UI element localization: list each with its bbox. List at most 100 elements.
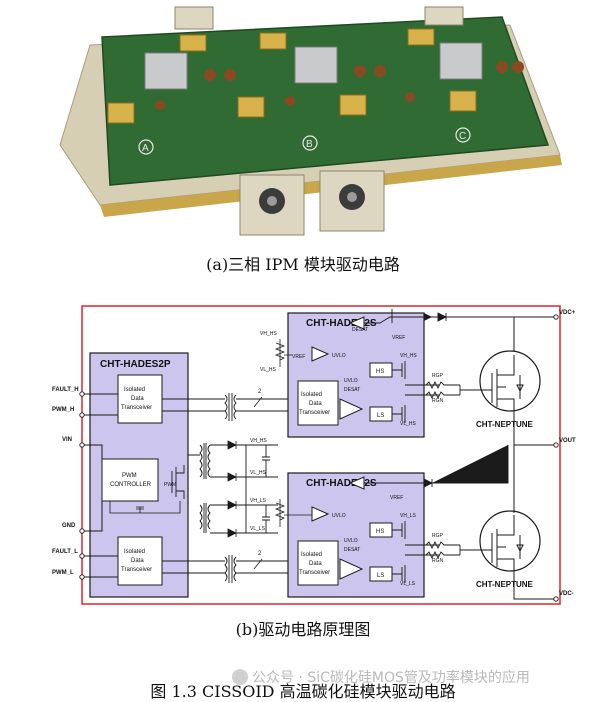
top-vl: VL_HS (260, 367, 277, 373)
desat-diode-bottom (364, 445, 509, 488)
controller-fet (171, 465, 185, 499)
pin-vout: VOUT (559, 438, 576, 444)
pwm-tag: PWM (164, 482, 176, 488)
pwm-controller-box (101, 458, 159, 502)
watermark: 公众号 · SiC碳化硅MOS管及功率模块的应用 (232, 667, 530, 687)
transceiver-text: Data (309, 401, 322, 407)
transceiver-text: Data (309, 561, 322, 567)
top-desat: DESAT (352, 327, 368, 333)
transceiver-text: Isolated (124, 549, 145, 555)
top-ls: LS (377, 413, 384, 419)
metal-can-b (294, 46, 338, 84)
watermark-text: 公众号 · SiC碳化硅MOS管及功率模块的应用 (252, 670, 530, 686)
mosfet-bottom (460, 510, 541, 579)
transceiver-text: Transceiver (299, 570, 330, 576)
drive-circuit-schematic: CHT-HADES2P Isolated Data Transceiver PW… (52, 305, 576, 605)
pin-gnd: GND (62, 523, 76, 529)
bottom-gate-driver (339, 558, 364, 580)
wechat-icon (232, 669, 248, 685)
primary-transceiver-top (117, 374, 163, 424)
caption-figure: 图 1.3 CISSOID 高温碳化硅模块驱动电路 (150, 682, 456, 701)
rect-label-vl-ls: VL_LS (250, 526, 266, 532)
gold-chip (237, 96, 265, 118)
phase-mark-a: A (142, 143, 149, 154)
phase-mark-b: B (306, 139, 313, 150)
bottom-desat: DESAT (344, 547, 360, 553)
transceiver-text: Data (131, 396, 144, 402)
pcb-board (101, 16, 550, 186)
metal-can-c (439, 42, 483, 80)
module-boundary (81, 305, 561, 605)
pin-pwm-h: PWM_H (52, 407, 74, 413)
transceiver-text: Isolated (124, 387, 145, 393)
secondary-chip-bottom-label: CHT-HADES2S (306, 478, 377, 489)
bottom-vh: VH_LS (400, 513, 417, 519)
caption-schematic: (b)驱动电路原理图 (235, 620, 371, 639)
gold-chip (407, 28, 435, 46)
pin-pwm-l: PWM_L (52, 570, 74, 576)
top-hs: HS (376, 369, 384, 375)
phase-mark-c: C (459, 131, 466, 142)
power-transformer (188, 443, 211, 533)
pwm-controller-text: CONTROLLER (110, 482, 152, 488)
bottom-vref: VREF (390, 495, 403, 501)
bottom-terminal (239, 174, 305, 236)
rect-label-vl-hs: VL_HS (250, 470, 267, 476)
pin-vdc-plus: VDC+ (559, 310, 576, 316)
secondary-chip-top-label: CHT-HADES2S (306, 318, 377, 329)
top-uvlo-b: UVLO (344, 378, 358, 384)
top-vref-b: VREF (392, 335, 405, 341)
top-uvlo: UVLO (332, 353, 346, 359)
controller-network (109, 501, 181, 514)
bottom-uvlo-comparator (311, 506, 330, 522)
bottom-rgn: RGN (432, 558, 444, 564)
bottom-ls: LS (377, 573, 384, 579)
caption-photo: (a)三相 IPM 模块驱动电路 (206, 255, 400, 274)
ipm-module-photo: A B C (59, 6, 562, 236)
bottom-uvlo-b: UVLO (344, 538, 358, 544)
pwm-controller-text: PWM (122, 473, 137, 479)
secondary-transceiver-top (297, 380, 339, 426)
rect-label-vh-ls: VH_LS (250, 498, 267, 504)
desat-diode-top (424, 312, 556, 322)
transceiver-text: Isolated (301, 392, 322, 398)
top-uvlo-comparator (311, 346, 330, 362)
transceiver-text: Isolated (301, 552, 322, 558)
pin-fault-l: FAULT_L (52, 549, 78, 555)
secondary-transceiver-bottom (297, 540, 339, 586)
top-vref: VREF (292, 354, 305, 360)
gold-chip (259, 32, 287, 50)
top-rgp: RGP (432, 373, 444, 379)
top-terminal (174, 6, 214, 30)
top-vh-b: VH_HS (400, 353, 417, 359)
primary-transceiver-bottom (117, 536, 163, 586)
mosfet-top-label: CHT-NEPTUNE (476, 420, 534, 429)
transformer-ratio-top: 2 (258, 389, 262, 395)
gold-chip (107, 102, 135, 124)
bottom-uvlo: UVLO (332, 513, 346, 519)
transceiver-text: Data (131, 558, 144, 564)
transformer-ratio-bottom: 2 (258, 551, 262, 557)
gold-chip (179, 34, 207, 52)
transceiver-text: Transceiver (121, 567, 152, 573)
bottom-hs: HS (376, 529, 384, 535)
bottom-terminal (319, 170, 385, 232)
pin-vdc-minus: VDC- (559, 591, 574, 597)
bottom-vl: VL_LS (400, 581, 416, 587)
bottom-rgp: RGP (432, 533, 444, 539)
metal-can-a (144, 52, 188, 90)
primary-chip-label: CHT-HADES2P (100, 359, 171, 370)
gold-chip (339, 94, 367, 116)
mosfet-top (460, 350, 541, 419)
rect-label-vh-hs: VH_HS (250, 438, 267, 444)
pin-fault-h: FAULT_H (52, 387, 79, 393)
mosfet-bottom-label: CHT-NEPTUNE (476, 580, 534, 589)
top-vh: VH_HS (260, 331, 277, 337)
pin-vin: VIN (62, 437, 72, 443)
top-desat-b: DESAT (344, 387, 360, 393)
signal-transformer-top (162, 393, 288, 421)
signal-transformer-bottom (162, 555, 288, 583)
top-rgn: RGN (432, 398, 444, 404)
transceiver-text: Transceiver (121, 405, 152, 411)
top-gate-driver (339, 398, 364, 420)
